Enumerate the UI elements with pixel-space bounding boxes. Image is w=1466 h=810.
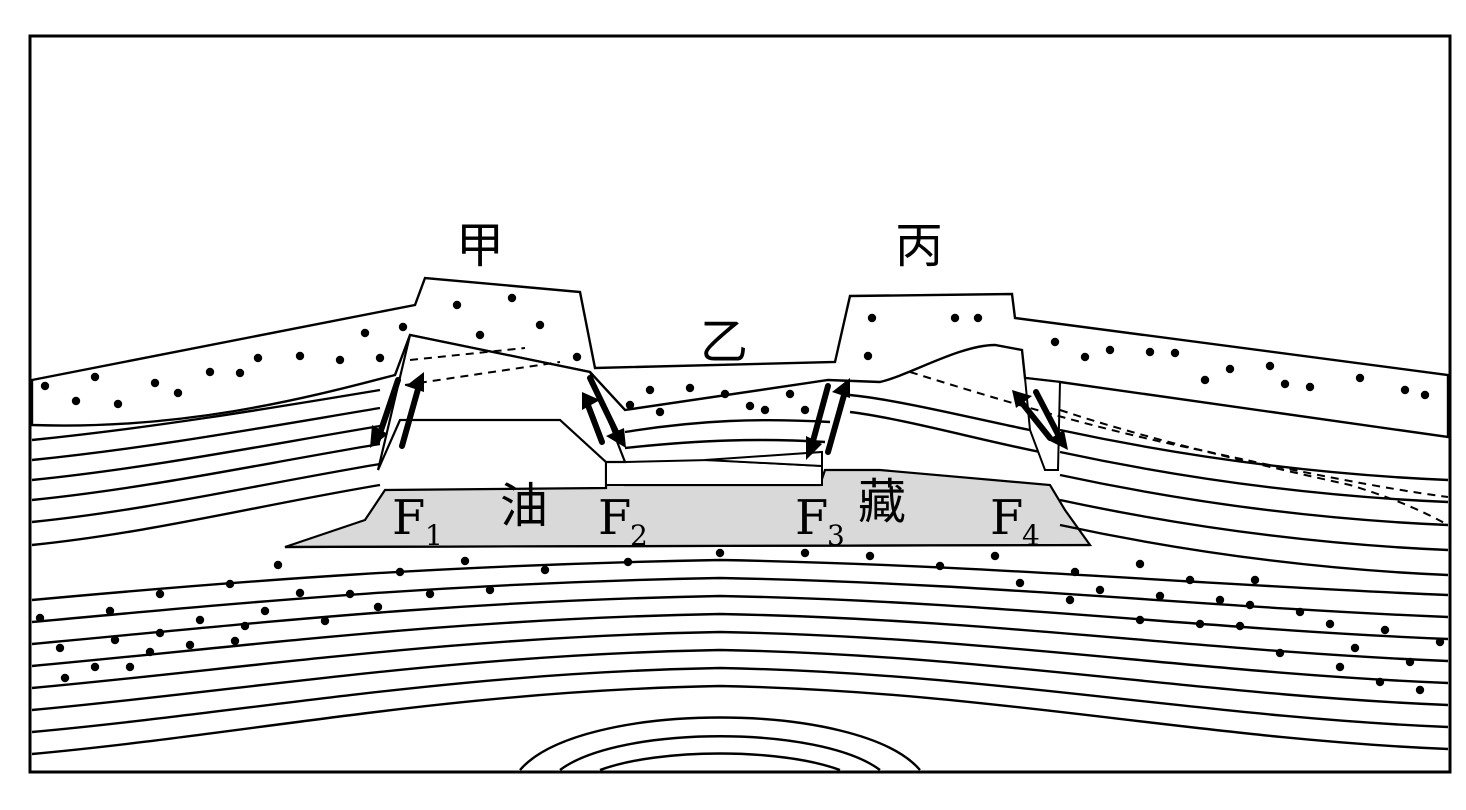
arrow-f4-down xyxy=(1033,389,1065,445)
svg-text:4: 4 xyxy=(1022,519,1040,552)
figure-frame xyxy=(28,34,1452,774)
fault-arrowheads xyxy=(370,372,1068,460)
deep-strata-lines xyxy=(31,558,1449,772)
fault-arrows xyxy=(374,375,1065,455)
arrow-f3-up xyxy=(825,385,849,455)
arrow-f2-down xyxy=(587,375,623,443)
dashed-bed-traces xyxy=(404,347,1449,526)
pinch-out-wedge xyxy=(704,450,823,468)
arrow-f4-up xyxy=(1015,395,1053,441)
top-sandstone-bed xyxy=(30,276,1450,439)
label-bing: 丙 xyxy=(895,218,943,274)
oil-reservoir-base xyxy=(284,543,1091,549)
fault-label-f3: F 3 xyxy=(795,490,845,552)
top-sandstone-dots xyxy=(40,293,1430,417)
arrow-f2-up xyxy=(583,397,605,445)
label-cang: 藏 xyxy=(858,474,906,530)
svg-text:F: F xyxy=(990,490,1023,546)
svg-text:F: F xyxy=(598,490,631,546)
svg-text:F: F xyxy=(795,490,828,546)
svg-text:F: F xyxy=(392,490,425,546)
label-yi: 乙 xyxy=(700,314,748,370)
fault-label-f4: F 4 xyxy=(990,490,1040,552)
lower-sandstone-dots xyxy=(35,548,1445,695)
arrow-f1-up xyxy=(399,379,423,449)
svg-text:1: 1 xyxy=(425,519,443,552)
fault-label-f2: F 2 xyxy=(598,490,648,552)
svg-text:3: 3 xyxy=(827,519,845,552)
label-you: 油 xyxy=(500,478,548,534)
label-jia: 甲 xyxy=(456,218,504,274)
fault-label-f1: F 1 xyxy=(392,490,443,552)
svg-text:2: 2 xyxy=(630,519,648,552)
